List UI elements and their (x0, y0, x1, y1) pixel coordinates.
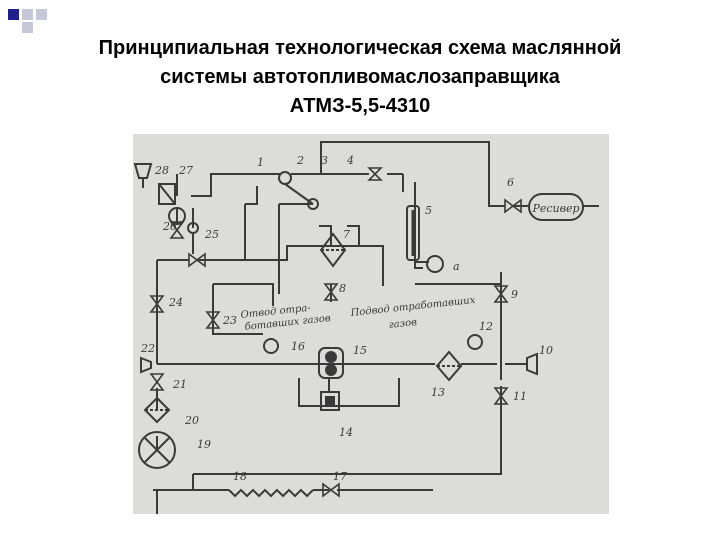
valves (149, 167, 522, 498)
callout-number: 2 (296, 154, 304, 167)
receiver: Ресивер (528, 193, 584, 221)
gauges (168, 171, 483, 354)
filters (143, 232, 463, 424)
callout-number: 28 (154, 164, 169, 177)
callout-number: 27 (178, 164, 193, 177)
callout-number: 5 (425, 204, 432, 217)
title-line: системы автотопливомаслозаправщика (160, 66, 560, 88)
receiver-label: Ресивер (531, 202, 579, 215)
unit-27-28 (133, 163, 176, 205)
valve-9 (493, 285, 509, 303)
corner-decoration (8, 9, 47, 33)
callout-number: 13 (431, 386, 445, 399)
accent-square (22, 9, 33, 20)
valve-17 (322, 482, 340, 498)
title-line: Принципиальная технологическая схема мас… (98, 37, 622, 59)
callout-number: 26 (162, 220, 177, 233)
pipelines (153, 141, 599, 514)
slide-title: Принципиальная технологическая схема мас… (20, 34, 700, 121)
valve-14 (320, 391, 340, 411)
callout-numbers: 1 2 3 4 5 6 7 8 9 10 11 12 13 14 15 16 1… (140, 154, 553, 483)
pump-19 (138, 431, 176, 469)
callout-number: 22 (140, 342, 155, 355)
accent-square (8, 9, 19, 20)
callout-number: 14 (339, 426, 353, 439)
callout-number: 4 (346, 154, 354, 167)
annotations: Отвод отра- ботавших газов Подвод отрабо… (240, 295, 476, 333)
valve-21 (149, 373, 165, 391)
title-line: АТМЗ-5,5-4310 (289, 95, 431, 117)
callout-number: 18 (233, 470, 247, 483)
valve-4 (367, 167, 383, 181)
oil-system-schematic: Ресивер (133, 134, 609, 514)
pump-15 (318, 347, 344, 379)
callout-number: 7 (343, 228, 350, 241)
valve-24 (149, 295, 165, 313)
callout-number: 19 (197, 438, 211, 451)
valve-26 (169, 221, 185, 239)
valve-8 (323, 283, 339, 301)
valve-23 (205, 311, 221, 329)
valve-25 (188, 252, 206, 268)
callout-number: 25 (204, 228, 219, 241)
callout-number: 11 (513, 390, 527, 403)
callout-number: 16 (291, 340, 305, 353)
callout-number: 6 (507, 176, 514, 189)
callout-number: 23 (222, 314, 237, 327)
three-way-tap (284, 183, 319, 210)
gauge-a-label: а (453, 260, 460, 273)
callout-number: 15 (353, 344, 367, 357)
callout-number: 10 (539, 344, 553, 357)
callout-number: 8 (339, 282, 346, 295)
callout-number: 21 (172, 378, 187, 391)
accent-square (36, 9, 47, 20)
valve-11 (493, 387, 509, 405)
accent-square (22, 22, 33, 33)
callout-number: 1 (257, 156, 264, 169)
callout-number: 24 (168, 296, 183, 309)
callout-number: 20 (184, 414, 199, 427)
end-connectors (140, 352, 538, 376)
exhaust-inlet-label: Подвод отработавших (349, 295, 476, 319)
valve-6 (504, 198, 522, 214)
callout-number: 17 (333, 470, 347, 483)
exhaust-inlet-label: газов (388, 317, 417, 331)
sight-glass-5 (406, 205, 420, 261)
callout-number: 3 (321, 154, 328, 167)
callout-number: 9 (511, 288, 518, 301)
callout-number: 12 (479, 320, 493, 333)
